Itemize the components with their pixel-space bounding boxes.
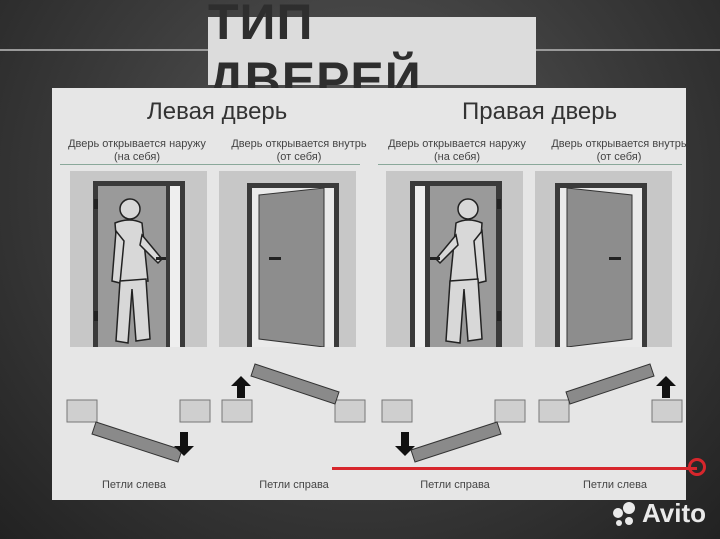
hinge-icon xyxy=(94,311,98,321)
avito-logo-icon xyxy=(612,501,635,526)
caption-left-out: Петли слева xyxy=(102,479,166,491)
left-out-label: Дверь открывается наружу(на себя) xyxy=(68,138,206,163)
plan-left-out xyxy=(62,358,212,473)
hinge-icon xyxy=(94,199,98,209)
door-diagram-panel: Левая дверь Правая дверь Дверь открывает… xyxy=(52,88,687,500)
scene-right-in xyxy=(535,171,672,348)
plan-right-out xyxy=(377,358,527,473)
person-icon xyxy=(111,198,164,344)
plan-left-in xyxy=(217,358,367,473)
watermark-text: Avito xyxy=(641,498,706,528)
arrow-icon xyxy=(231,376,251,398)
hinge-icon xyxy=(497,311,501,321)
right-divider xyxy=(378,164,682,165)
red-annotation-line xyxy=(332,467,697,470)
arrow-icon xyxy=(656,376,676,398)
plan-right-in xyxy=(534,358,684,473)
left-in-label: Дверь открывается внутрь(от себя) xyxy=(231,138,367,163)
caption-right-out: Петли справа xyxy=(420,479,490,491)
right-door-heading: Правая дверь xyxy=(462,98,618,125)
arrow-icon xyxy=(174,432,194,456)
person-icon xyxy=(434,198,487,344)
scene-right-out xyxy=(386,171,523,347)
right-out-label: Дверь открывается наружу(на себя) xyxy=(388,138,526,163)
caption-left-in: Петли справа xyxy=(259,479,329,491)
left-divider xyxy=(60,164,360,165)
scene-left-out xyxy=(70,171,207,347)
door-icon xyxy=(247,183,339,348)
door-icon xyxy=(410,181,502,347)
scene-left-in xyxy=(219,171,356,348)
caption-right-in: Петли слева xyxy=(583,479,647,491)
right-in-label: Дверь открывается внутрь(от себя) xyxy=(551,138,687,163)
red-annotation-circle xyxy=(688,458,706,476)
door-icon xyxy=(93,181,185,347)
arrow-icon xyxy=(395,432,415,456)
left-door-heading: Левая дверь xyxy=(147,98,288,125)
door-icon xyxy=(555,183,647,348)
avito-watermark: Avito xyxy=(610,498,706,529)
title-box: ТИП ДВЕРЕЙ xyxy=(208,0,536,108)
hinge-icon xyxy=(497,199,501,209)
